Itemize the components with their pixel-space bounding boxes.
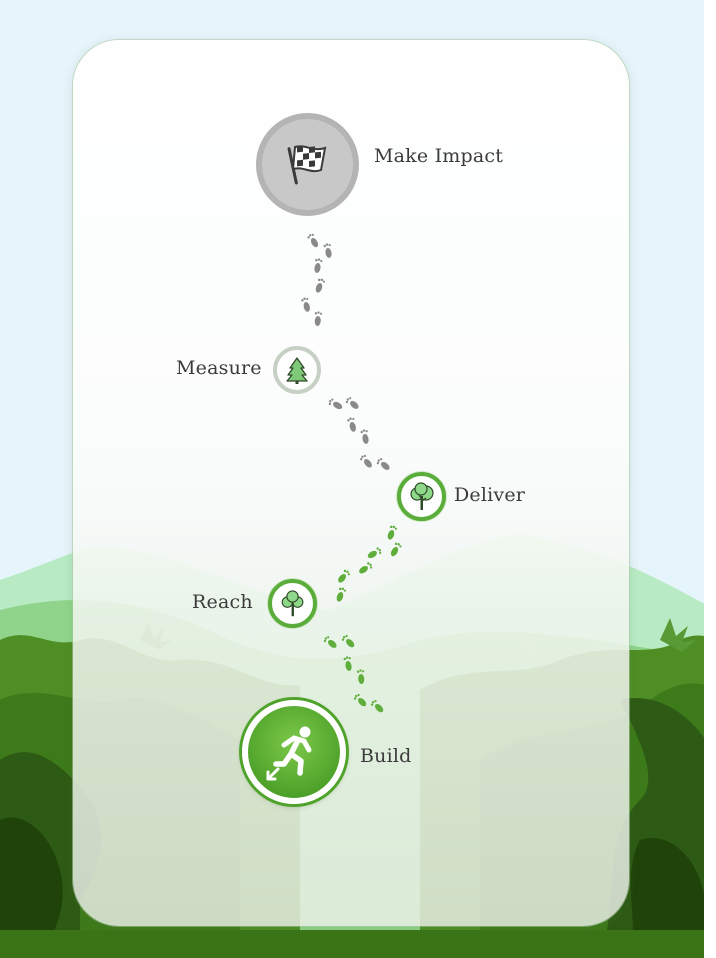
footprints-green	[322, 524, 403, 715]
milestone-node-unlocked[interactable]	[268, 579, 317, 628]
tree-icon	[281, 589, 303, 616]
milestone-node-current[interactable]	[242, 700, 346, 804]
milestone-label: Make Impact	[374, 145, 504, 167]
milestone-node-locked[interactable]	[273, 346, 321, 394]
runner-icon	[266, 726, 312, 781]
footprints-gray	[300, 232, 392, 472]
milestone-label: Build	[360, 745, 412, 767]
milestone-label: Measure	[176, 357, 262, 379]
pine-tree-icon	[286, 357, 308, 384]
milestone-node-locked[interactable]	[256, 113, 359, 216]
page-edge	[704, 0, 716, 958]
milestone-node-unlocked[interactable]	[397, 472, 446, 521]
milestone-label: Deliver	[454, 484, 526, 506]
tree-icon	[409, 481, 434, 510]
milestone-label: Reach	[192, 591, 253, 613]
checkered-flag-icon	[287, 144, 326, 184]
